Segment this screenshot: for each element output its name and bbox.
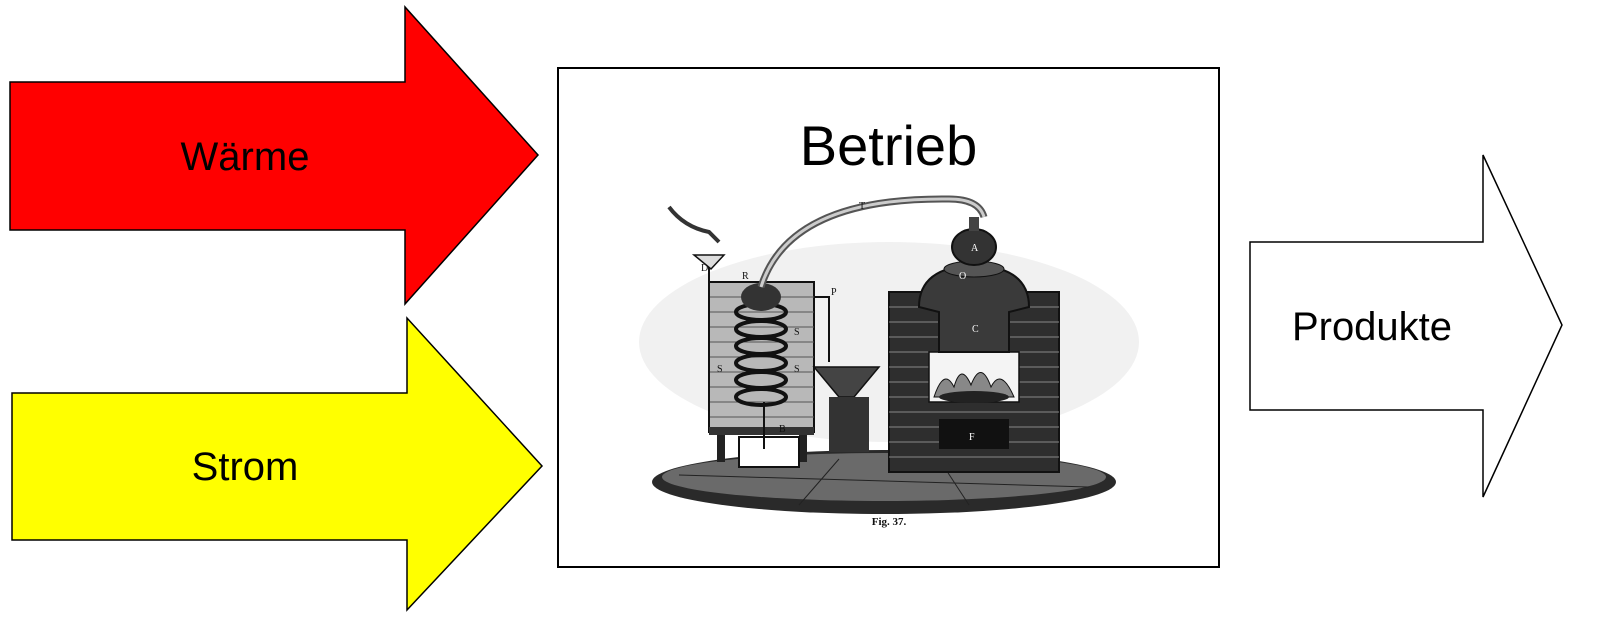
letter-o: O: [959, 271, 966, 282]
produkte-label: Produkte: [1291, 305, 1453, 349]
strom-label: Strom: [191, 445, 299, 489]
letter-a: A: [971, 243, 979, 254]
waerme-arrow: [9, 5, 540, 306]
letter-s-left: S: [717, 364, 723, 375]
letter-d: D: [701, 263, 708, 274]
waerme-label: Wärme: [180, 135, 310, 179]
still-pot: [917, 217, 1031, 353]
betrieb-title: Betrieb: [799, 114, 978, 177]
letter-r: R: [742, 271, 749, 282]
letter-p: P: [831, 287, 837, 298]
letter-c: C: [972, 324, 979, 335]
letter-b: B: [779, 424, 786, 435]
letter-f: F: [969, 432, 975, 443]
condenser-tank: [667, 205, 881, 468]
produkte-arrow: [1249, 154, 1563, 498]
letter-s-right: S: [794, 327, 800, 338]
letter-s-lower: S: [794, 364, 800, 375]
figure-caption: Fig. 37.: [872, 516, 907, 528]
betrieb-process-box: Betrieb: [557, 67, 1220, 568]
distillation-apparatus-illustration: T A O C D R P S S S B F Fig. 37.: [639, 187, 1144, 542]
letter-t: T: [859, 201, 865, 212]
strom-arrow: [11, 316, 544, 612]
